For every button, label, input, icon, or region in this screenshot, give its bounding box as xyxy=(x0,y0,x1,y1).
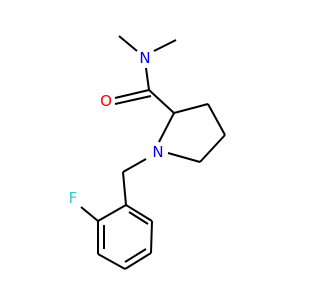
bond-aryl-1-inner xyxy=(128,211,149,225)
bond-methyl-left xyxy=(118,35,138,52)
atom-oxygen: O xyxy=(100,92,112,110)
atom-n-ring: N xyxy=(152,143,163,161)
bond-aryl-3 xyxy=(124,252,152,270)
bond-ring-c2-c3 xyxy=(173,103,209,114)
bond-carbonyl-double-2 xyxy=(114,95,152,105)
bond-aryl-fluorine xyxy=(80,206,99,222)
bond-aryl-1 xyxy=(125,204,153,222)
atom-n-amide: N xyxy=(139,49,150,67)
bond-aryl-4 xyxy=(97,253,126,270)
bond-benzyl-aryl xyxy=(122,171,127,206)
bond-aryl-3-inner xyxy=(124,248,147,263)
bond-carbonyl-double-1 xyxy=(114,89,150,99)
bond-n-benzyl xyxy=(122,158,147,173)
bond-ring-n-c2 xyxy=(158,112,175,143)
bond-ring-c3-c4 xyxy=(207,103,226,136)
bond-methyl-right xyxy=(153,39,177,52)
atom-fluorine: F xyxy=(69,189,78,207)
bond-aryl-6 xyxy=(97,204,127,222)
bond-aryl-2 xyxy=(150,220,153,254)
bond-ring-c5-n xyxy=(167,152,201,163)
bond-amide-n-carbonyl xyxy=(145,67,150,91)
bond-carbonyl-ring xyxy=(148,89,175,114)
bond-ring-c4-c5 xyxy=(199,134,226,163)
molecule-structure: N O N F xyxy=(69,35,226,270)
